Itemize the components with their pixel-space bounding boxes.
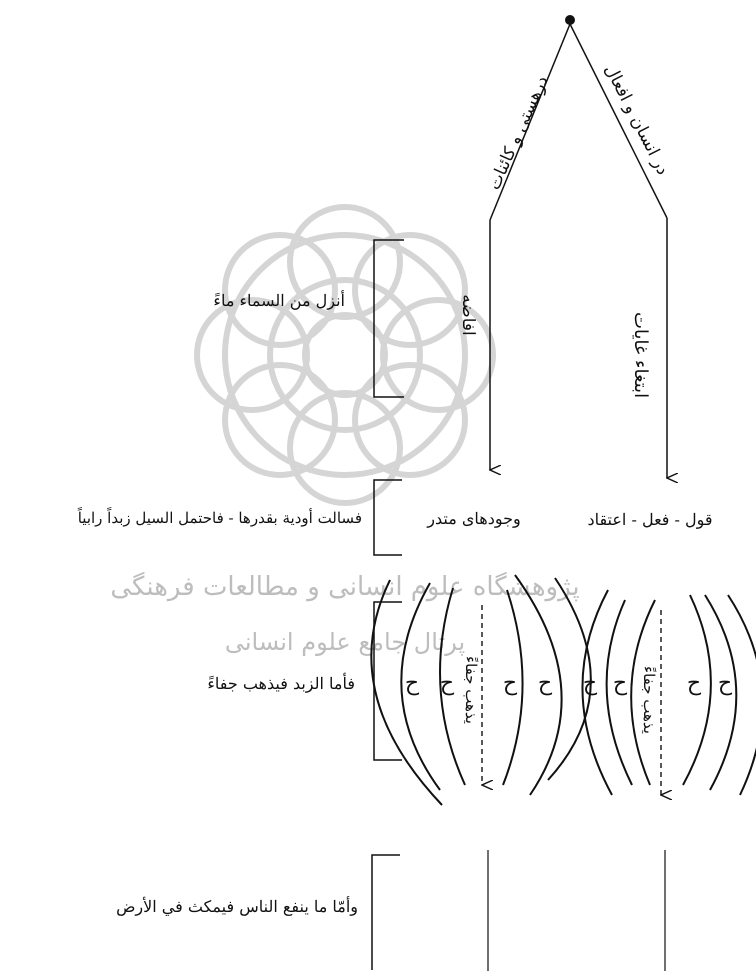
left-zone-label-3: ح [503,671,518,696]
bracket-2 [373,479,402,556]
left-zone-label-2: ح [440,671,455,696]
branch-left-label: درهستی و کائنات [484,73,552,193]
watermark-rosette [194,204,496,506]
right-zone-label-4: ح [718,671,733,696]
bracket-4 [371,854,400,970]
right-zone-label-1: ح [583,671,598,696]
bracket-3 [373,601,402,761]
left-zone-label-4: ح [538,671,553,696]
right-lens-group [581,589,756,796]
left-zone-label-1: ح [405,671,420,696]
verse-4: وأمّا ما ينفع الناس فيمكث في الأرض [116,896,358,916]
right-vertical-label: يذهب جفاءً [640,666,658,734]
branch-right-label: در انسان و افعال [600,61,673,178]
stem-left-label: افاضه [458,294,478,336]
watermark-line-2: پرتال جامع علوم انسانی [225,628,465,656]
verse-2: فسالت أودية بقدرها - فاحتمل السيل زبداً … [77,507,362,527]
bracket-1 [373,239,404,398]
center-right-label: قول - فعل - اعتقاد [587,510,712,529]
watermark-line-1: پژوهشگاه علوم انسانی و مطالعات فرهنگی [110,571,579,602]
branch-left [489,23,571,221]
right-zone-label-3: ح [687,671,702,696]
verse-1: أنزل من السماء ماءً [213,290,345,310]
stem-right-label: ابتغاء غایات [630,312,651,398]
left-vertical-label: يذهب جفاءً [462,656,480,724]
center-left-label: وجودهای متدر [426,509,520,528]
verse-3: فأما الزبد فيذهب جفاءً [207,672,355,693]
branch-right [569,23,668,219]
right-zone-label-2: ح [613,671,628,696]
root-dot [565,15,575,25]
left-lens-group [370,574,592,806]
